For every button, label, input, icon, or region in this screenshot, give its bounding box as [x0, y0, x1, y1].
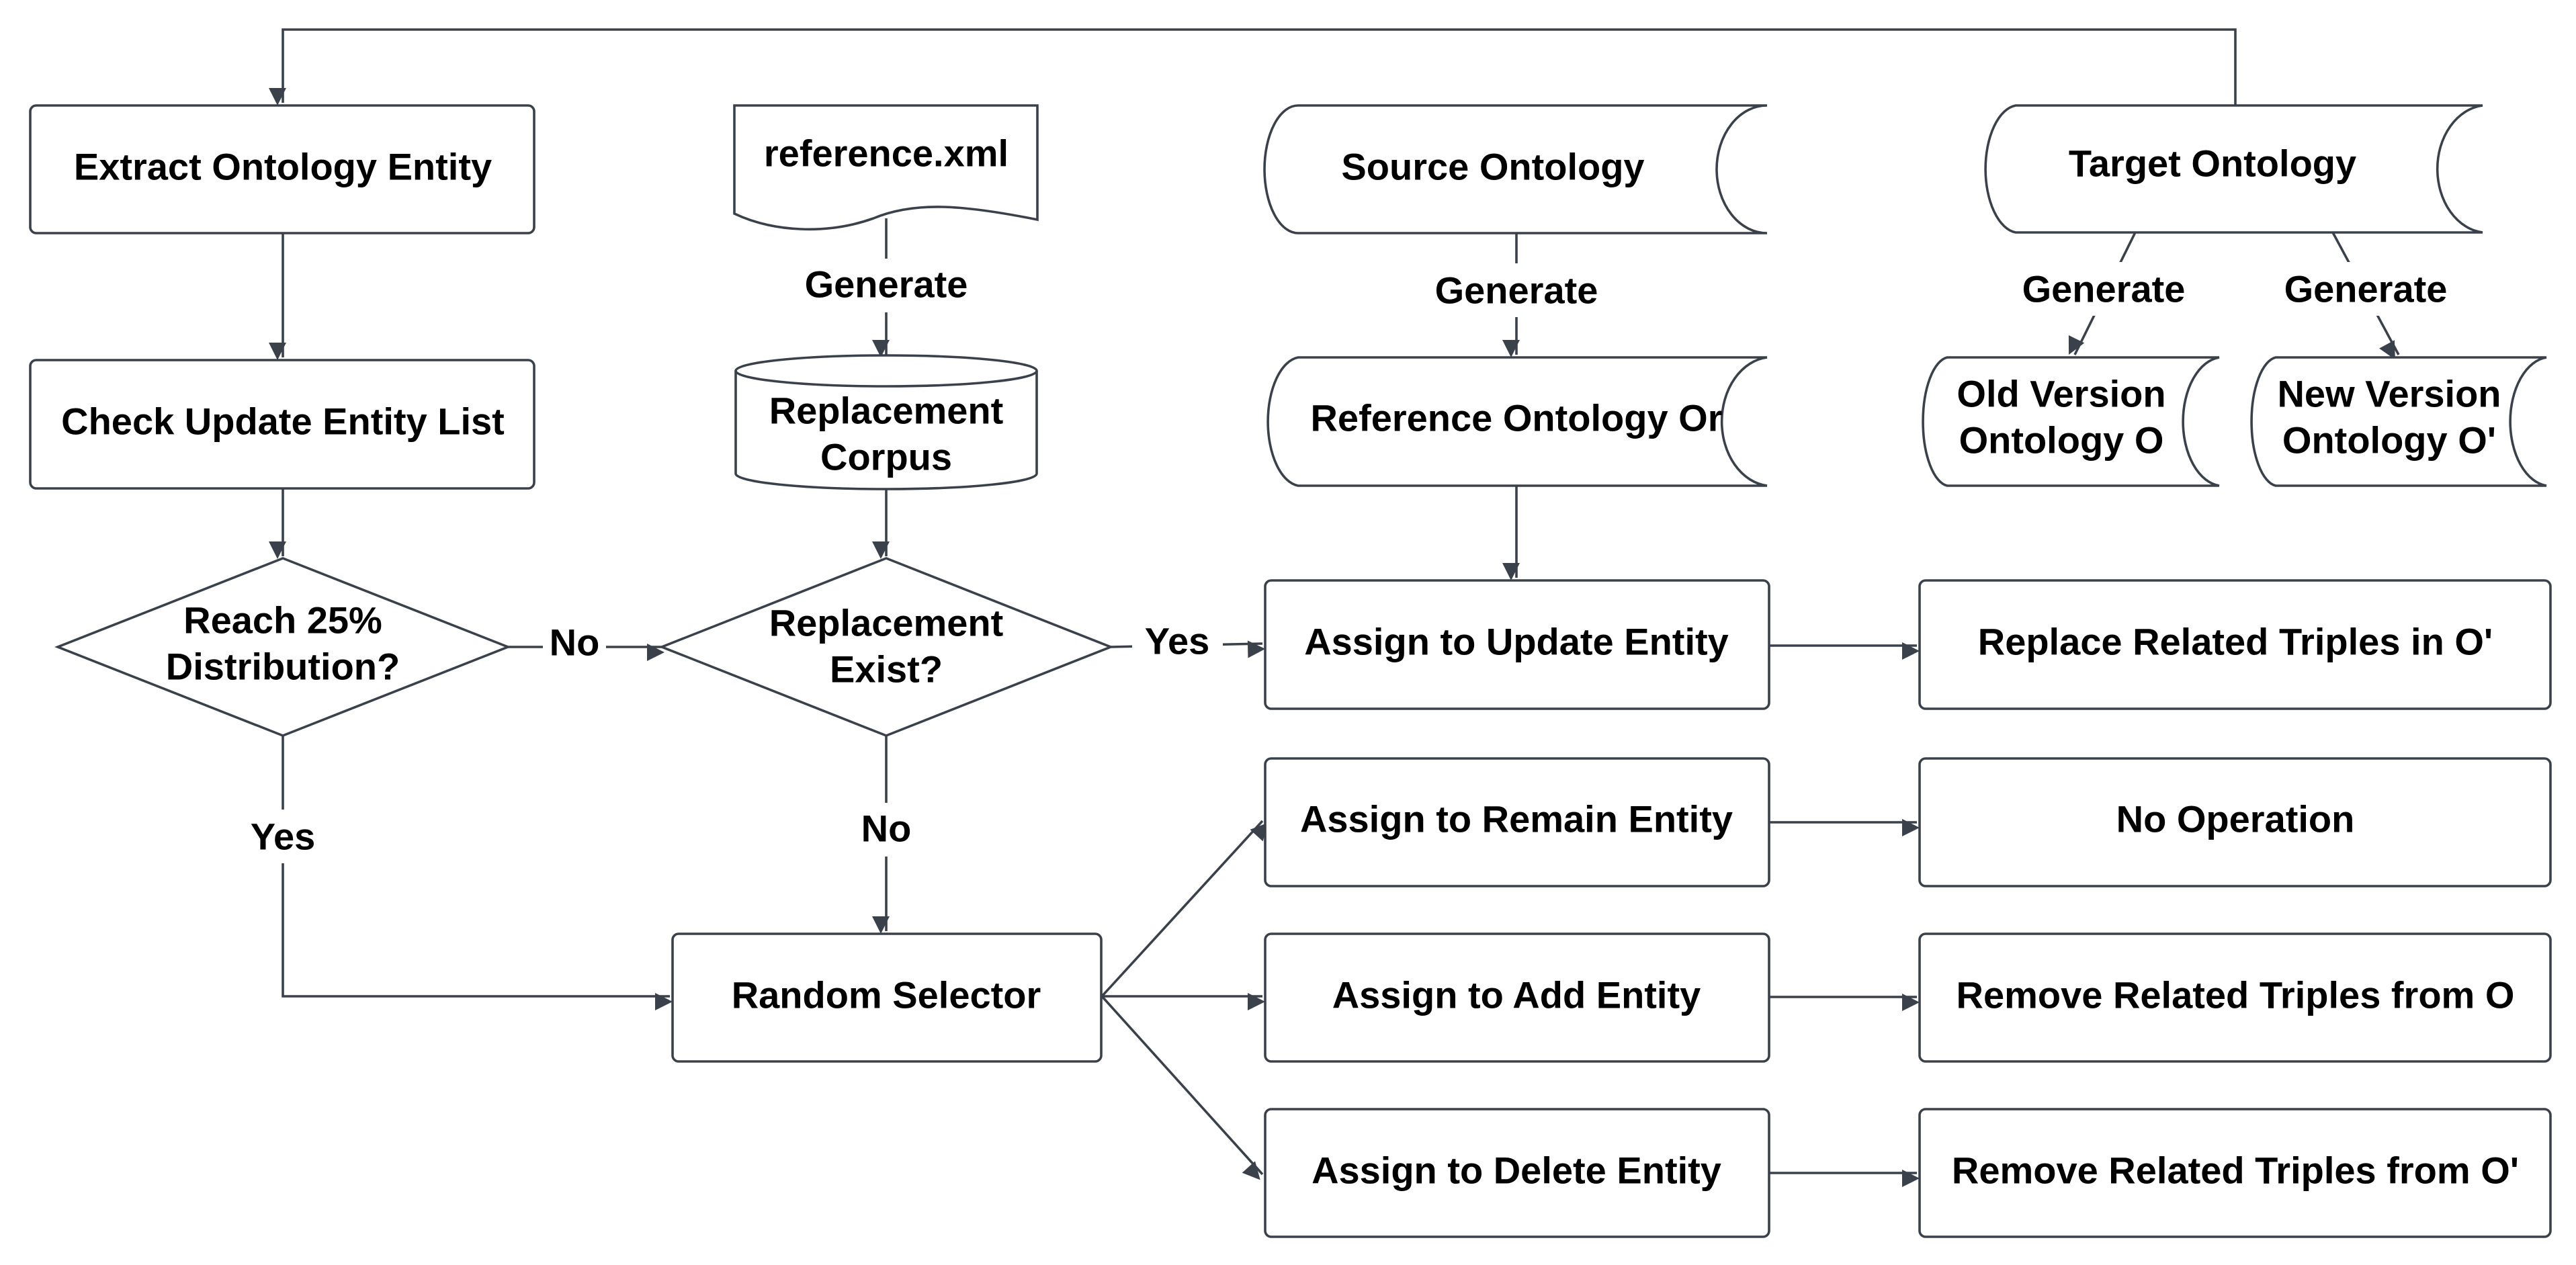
remove-from-o-label: Remove Related Triples from O — [1957, 974, 2515, 1016]
generate-label-xml: Generate — [805, 263, 968, 306]
old-version-line2: Ontology O — [1959, 419, 2164, 462]
replacement-exist-decision: Replacement Exist? — [658, 557, 1114, 737]
selector-to-delete-arrow — [1101, 995, 1264, 1180]
check-list-label: Check Update Entity List — [61, 400, 505, 443]
reach-dist-line2: Distribution? — [166, 646, 400, 688]
old-version-line1: Old Version — [1957, 373, 2165, 415]
remove-from-o-prime-label: Remove Related Triples from O' — [1952, 1149, 2519, 1192]
generate-label-old: Generate — [2022, 268, 2186, 310]
reach-no-label: No — [550, 621, 600, 664]
new-version-line2: Ontology O' — [2282, 419, 2496, 462]
remove-from-o-prime-node: Remove Related Triples from O' — [1918, 1108, 2552, 1238]
remove-from-o-node: Remove Related Triples from O — [1918, 932, 2552, 1063]
edge-labels: Generate Generate Generate Generate No Y… — [239, 259, 2462, 863]
reach-dist-line1: Reach 25% — [183, 599, 382, 642]
replacement-corpus-line1: Replacement — [769, 390, 1004, 432]
extract-entity-label: Extract Ontology Entity — [74, 146, 492, 188]
assign-delete-node: Assign to Delete Entity — [1264, 1108, 1770, 1238]
target-ontology-label: Target Ontology — [2069, 142, 2356, 185]
generate-label-source: Generate — [1435, 269, 1598, 312]
check-list-node: Check Update Entity List — [29, 359, 535, 490]
reference-ontology-label: Reference Ontology Or — [1310, 397, 1722, 439]
assign-add-label: Assign to Add Entity — [1332, 974, 1701, 1016]
exist-yes-label: Yes — [1145, 620, 1210, 662]
extract-entity-node: Extract Ontology Entity — [29, 104, 535, 234]
new-version-storage: New Version Ontology O' — [2250, 356, 2547, 487]
replacement-corpus-line2: Corpus — [820, 436, 952, 478]
assign-remain-node: Assign to Remain Entity — [1264, 757, 1770, 887]
selector-to-remain-arrow — [1101, 820, 1269, 998]
assign-add-node: Assign to Add Entity — [1264, 932, 1770, 1063]
replace-triples-node: Replace Related Triples in O' — [1918, 579, 2552, 710]
assign-update-label: Assign to Update Entity — [1304, 621, 1729, 663]
replacement-exist-line2: Exist? — [830, 648, 943, 691]
source-ontology-label: Source Ontology — [1341, 146, 1644, 188]
no-operation-label: No Operation — [2116, 798, 2355, 840]
reference-xml-document: reference.xml — [733, 104, 1039, 231]
assign-update-node: Assign to Update Entity — [1264, 579, 1770, 710]
target-ontology-storage: Target Ontology — [1984, 104, 2483, 234]
reference-ontology-storage: Reference Ontology Or — [1266, 356, 1768, 487]
loop-target-to-extract-arrow — [269, 28, 2237, 105]
source-ontology-storage: Source Ontology — [1263, 104, 1768, 234]
generate-label-new: Generate — [2284, 268, 2448, 310]
replacement-corpus-database: Replacement Corpus — [734, 354, 1038, 490]
assign-remain-label: Assign to Remain Entity — [1300, 798, 1733, 840]
reach-distribution-decision: Reach 25% Distribution? — [54, 557, 511, 737]
replace-triples-label: Replace Related Triples in O' — [1978, 621, 2493, 663]
random-selector-node: Random Selector — [671, 932, 1103, 1063]
reference-xml-label: reference.xml — [764, 132, 1008, 175]
replacement-exist-line1: Replacement — [769, 602, 1004, 644]
old-version-storage: Old Version Ontology O — [1922, 356, 2220, 487]
exist-no-label: No — [861, 808, 912, 850]
reach-yes-label: Yes — [251, 816, 316, 858]
random-selector-label: Random Selector — [732, 974, 1041, 1016]
no-operation-node: No Operation — [1918, 757, 2552, 887]
new-version-line1: New Version — [2277, 373, 2501, 415]
assign-delete-label: Assign to Delete Entity — [1312, 1149, 1721, 1192]
reach-yes-arrow — [282, 736, 673, 1010]
